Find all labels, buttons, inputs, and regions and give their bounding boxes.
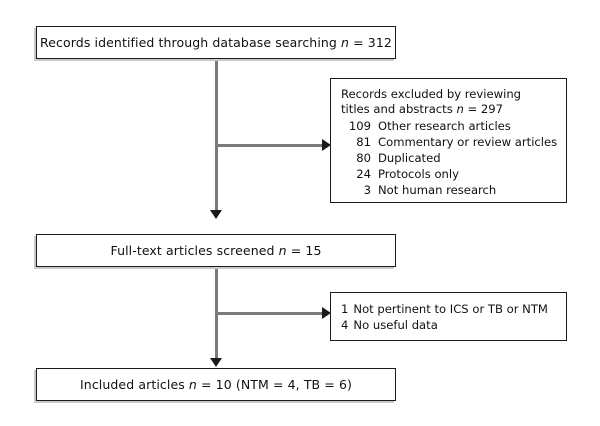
excluded-screening-heading-line1: Records excluded by reviewing: [341, 87, 522, 101]
reason-label: No useful data: [353, 317, 438, 332]
screened-text-suffix: = 15: [286, 243, 322, 258]
included-text-suffix: = 10 (NTM = 4, TB = 6): [196, 377, 352, 392]
arrowhead-into-excluded-fulltext-box: [322, 307, 331, 319]
reason-label: Not human research: [378, 182, 497, 197]
arrowhead-into-excluded-screening-box: [322, 139, 331, 151]
reason-label: Protocols only: [378, 166, 459, 181]
list-item: 109 Other research articles: [341, 119, 566, 135]
reason-label: Other research articles: [378, 118, 511, 133]
connector-trunk-identification-to-screened: [215, 58, 218, 213]
identification-text-prefix: Records identified through database sear…: [40, 35, 342, 50]
screened-n-symbol: n: [278, 243, 287, 258]
list-item: 1 Not pertinent to ICS or TB or NTM: [341, 302, 566, 318]
identification-n-symbol: n: [341, 35, 350, 50]
list-item: 3 Not human research: [341, 183, 566, 199]
identification-box-text: Records identified through database sear…: [40, 35, 392, 50]
excluded-screening-heading-prefix: titles and abstracts: [341, 102, 457, 117]
reason-count: 1: [341, 302, 349, 316]
reason-count: 109: [348, 118, 371, 133]
list-item: 81 Commentary or review articles: [341, 135, 566, 151]
list-item: 24 Protocols only: [341, 167, 566, 183]
arrowhead-into-included-box: [210, 358, 222, 367]
excluded-screening-reason-list: 109 Other research articles 81 Commentar…: [341, 119, 566, 199]
list-item: 80 Duplicated: [341, 151, 566, 167]
arrowhead-into-screened-box: [210, 210, 222, 219]
connector-branch-to-excluded-fulltext: [215, 312, 325, 315]
list-item: 4 No useful data: [341, 318, 566, 334]
reason-label: Commentary or review articles: [378, 134, 558, 149]
excluded-screening-heading-suffix: = 297: [463, 102, 504, 117]
reason-label: Duplicated: [378, 150, 441, 165]
reason-count: 24: [356, 166, 371, 181]
excluded-screening-box: Records excluded by reviewing titles and…: [330, 78, 567, 203]
screened-text-prefix: Full-text articles screened: [110, 243, 279, 258]
included-text-prefix: Included articles: [80, 377, 189, 392]
screened-box: Full-text articles screened n = 15: [36, 234, 396, 267]
screened-box-text: Full-text articles screened n = 15: [110, 243, 321, 258]
excluded-screening-n-symbol: n: [456, 102, 464, 117]
identification-box: Records identified through database sear…: [36, 26, 396, 59]
excluded-screening-heading-line2: titles and abstracts n = 297: [341, 102, 566, 117]
reason-count: 3: [363, 182, 371, 197]
included-box-text: Included articles n = 10 (NTM = 4, TB = …: [80, 377, 352, 392]
reason-count: 80: [356, 150, 371, 165]
reason-count: 4: [341, 317, 349, 332]
connector-branch-to-excluded-screening: [215, 144, 325, 147]
excluded-fulltext-box: 1 Not pertinent to ICS or TB or NTM 4 No…: [330, 292, 567, 341]
included-box: Included articles n = 10 (NTM = 4, TB = …: [36, 368, 396, 401]
reason-count: 81: [356, 134, 371, 149]
included-n-symbol: n: [188, 377, 197, 392]
identification-text-suffix: = 312: [349, 35, 392, 50]
reason-label: Not pertinent to ICS or TB or NTM: [353, 302, 548, 316]
excluded-fulltext-reason-list: 1 Not pertinent to ICS or TB or NTM 4 No…: [341, 302, 566, 334]
